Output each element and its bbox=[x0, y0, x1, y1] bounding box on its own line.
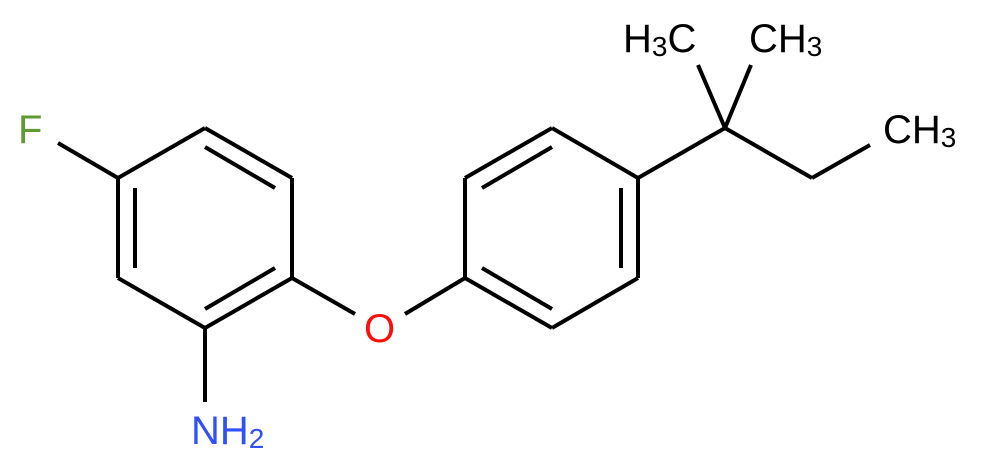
left-benzene-ring bbox=[116, 126, 294, 330]
ethyl-methyl-label: CH3 bbox=[883, 108, 956, 153]
amine-label: NH2 bbox=[191, 409, 264, 454]
right-benzene-ring bbox=[463, 126, 640, 330]
oxygen-label: O bbox=[364, 307, 395, 351]
methyl-left-label: H3C bbox=[623, 17, 696, 62]
fluorine-label: F bbox=[18, 108, 42, 152]
substituent-bonds bbox=[56, 64, 871, 402]
methyl-right-label: CH3 bbox=[749, 17, 822, 62]
